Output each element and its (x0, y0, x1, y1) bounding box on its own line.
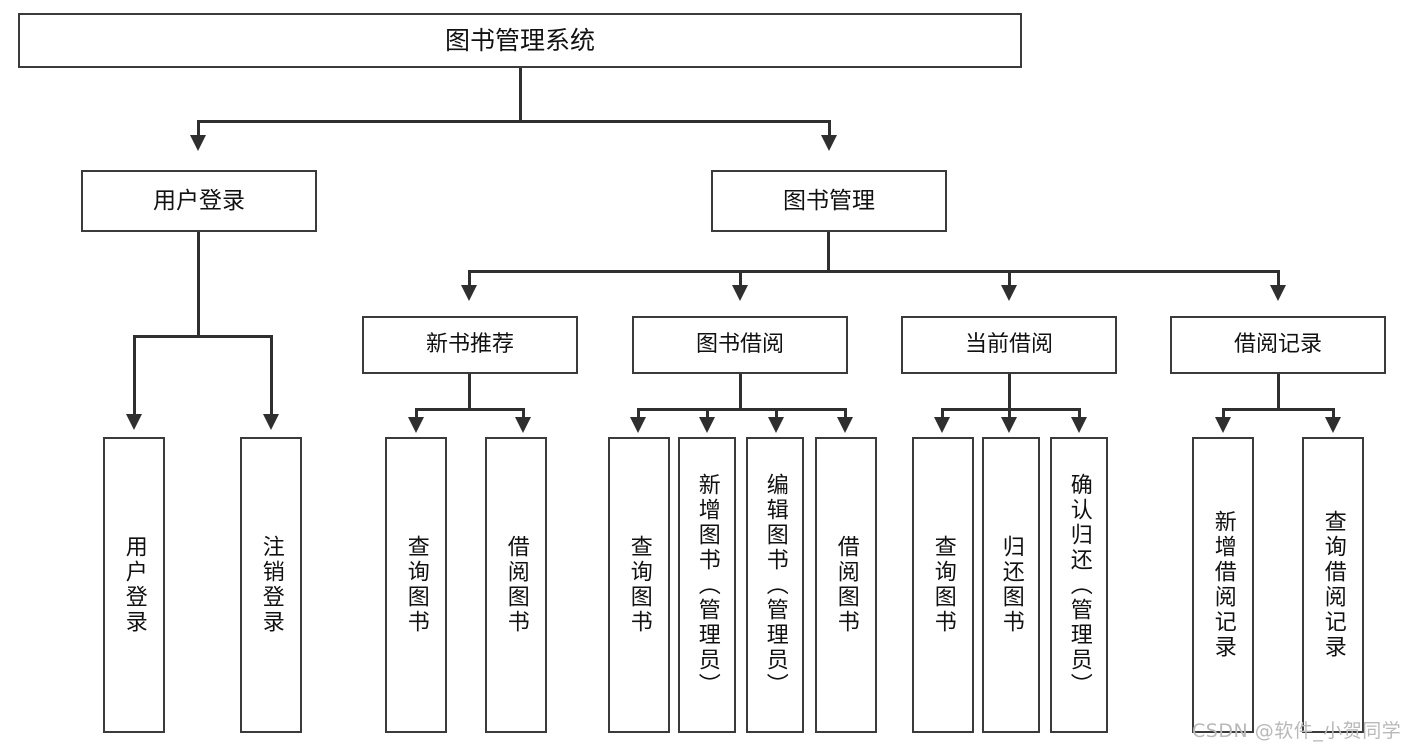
node-label: 确认归还（管理员） (1066, 472, 1092, 698)
connector-book-borrow-drop-1 (637, 408, 640, 420)
node-label: 查询图书 (930, 535, 956, 635)
arrowhead-new-book-leaf-1 (408, 417, 424, 433)
connector-book-borrow-bus (637, 408, 847, 411)
connector-book-borrow-stem (739, 374, 742, 408)
connector-current-borrow-drop-2 (1008, 408, 1011, 420)
node-label: 新书推荐 (425, 332, 514, 358)
node-label: 编辑图书（管理员） (762, 472, 788, 698)
leaf-current-borrow-confirm-return[interactable]: 确认归还（管理员） (1050, 437, 1108, 733)
arrowhead-current-borrow-leaf-1 (934, 417, 950, 433)
leaf-current-borrow-query[interactable]: 查询图书 (912, 437, 974, 733)
arrowhead-new-book-leaf-2 (515, 417, 531, 433)
arrowhead-to-book-manage (821, 135, 837, 151)
node-root-system[interactable]: 图书管理系统 (18, 13, 1022, 68)
node-current-borrow[interactable]: 当前借阅 (901, 316, 1117, 374)
connector-book-borrow-drop-4 (844, 408, 847, 420)
arrowhead-borrow-record-leaf-1 (1215, 417, 1231, 433)
node-new-book-recommend[interactable]: 新书推荐 (362, 316, 578, 374)
connector-book-mgmt-drop-3 (1008, 270, 1011, 288)
connector-borrow-record-drop-2 (1332, 408, 1335, 420)
leaf-book-borrow-borrow[interactable]: 借阅图书 (815, 437, 877, 733)
node-label: 借阅图书 (503, 535, 529, 635)
arrowhead-borrow-record-leaf-2 (1325, 417, 1341, 433)
connector-current-borrow-drop-3 (1078, 408, 1081, 420)
connector-root-stem (519, 68, 522, 120)
connector-root-bus (197, 120, 831, 123)
connector-current-borrow-bus (941, 408, 1081, 411)
leaf-new-book-query[interactable]: 查询图书 (385, 437, 447, 733)
node-label: 归还图书 (998, 535, 1024, 635)
connector-new-book-stem (468, 374, 471, 408)
leaf-book-borrow-query[interactable]: 查询图书 (608, 437, 670, 733)
connector-current-borrow-stem (1008, 374, 1011, 408)
node-label: 新增借阅记录 (1210, 510, 1236, 660)
node-label: 用户登录 (121, 535, 147, 635)
connector-borrow-record-bus (1222, 408, 1335, 411)
node-book-management[interactable]: 图书管理 (711, 170, 947, 232)
node-label: 新增图书（管理员） (694, 472, 720, 698)
connector-user-login-drop-2 (270, 335, 273, 418)
connector-book-mgmt-drop-4 (1277, 270, 1280, 288)
connector-book-mgmt-drop-1 (468, 270, 471, 288)
node-label: 图书借阅 (695, 332, 784, 358)
leaf-new-book-borrow[interactable]: 借阅图书 (485, 437, 547, 733)
arrowhead-book-borrow-leaf-1 (630, 417, 646, 433)
node-label: 查询图书 (626, 535, 652, 635)
connector-user-login-bus (133, 335, 273, 338)
connector-book-borrow-drop-3 (775, 408, 778, 420)
connector-book-mgmt-drop-2 (739, 270, 742, 288)
leaf-current-borrow-return[interactable]: 归还图书 (982, 437, 1040, 733)
arrowhead-to-new-book (461, 285, 477, 301)
connector-root-drop-right (828, 120, 831, 138)
connector-borrow-record-stem (1277, 374, 1280, 408)
node-label: 查询借阅记录 (1320, 510, 1346, 660)
leaf-book-borrow-edit[interactable]: 编辑图书（管理员） (746, 437, 804, 733)
node-label: 图书管理系统 (444, 25, 595, 55)
node-label: 图书管理 (783, 187, 875, 214)
arrowhead-book-borrow-leaf-3 (768, 417, 784, 433)
connector-book-mgmt-bus (468, 270, 1280, 273)
node-label: 查询图书 (403, 535, 429, 635)
arrowhead-current-borrow-leaf-2 (1001, 417, 1017, 433)
connector-user-login-stem (197, 232, 200, 335)
arrowhead-book-borrow-leaf-2 (699, 417, 715, 433)
node-label: 借阅图书 (833, 535, 859, 635)
node-book-borrow[interactable]: 图书借阅 (632, 316, 848, 374)
node-label: 用户登录 (153, 187, 245, 214)
node-user-login[interactable]: 用户登录 (81, 170, 317, 232)
node-label: 注销登录 (258, 535, 284, 635)
leaf-book-borrow-add[interactable]: 新增图书（管理员） (678, 437, 736, 733)
leaf-user-login-logout[interactable]: 注销登录 (240, 437, 302, 733)
arrowhead-to-current-borrow (1001, 285, 1017, 301)
connector-book-borrow-drop-2 (706, 408, 709, 420)
arrowhead-user-login-leaf-1 (126, 414, 142, 430)
leaf-borrow-record-add[interactable]: 新增借阅记录 (1192, 437, 1254, 733)
connector-new-book-bus (415, 408, 525, 411)
connector-current-borrow-drop-1 (941, 408, 944, 420)
connector-new-book-drop-2 (522, 408, 525, 420)
node-label: 借阅记录 (1233, 332, 1322, 358)
arrowhead-to-user-login (190, 135, 206, 151)
arrowhead-current-borrow-leaf-3 (1071, 417, 1087, 433)
connector-book-mgmt-stem (827, 232, 830, 270)
arrowhead-to-borrow-book (732, 285, 748, 301)
node-borrow-record[interactable]: 借阅记录 (1170, 316, 1386, 374)
arrowhead-to-borrow-record (1270, 285, 1286, 301)
connector-new-book-drop-1 (415, 408, 418, 420)
arrowhead-user-login-leaf-2 (263, 414, 279, 430)
connector-user-login-drop-1 (133, 335, 136, 418)
leaf-borrow-record-query[interactable]: 查询借阅记录 (1302, 437, 1364, 733)
connector-root-drop-left (197, 120, 200, 138)
node-label: 当前借阅 (964, 332, 1053, 358)
arrowhead-book-borrow-leaf-4 (837, 417, 853, 433)
connector-borrow-record-drop-1 (1222, 408, 1225, 420)
leaf-user-login-login[interactable]: 用户登录 (103, 437, 165, 733)
